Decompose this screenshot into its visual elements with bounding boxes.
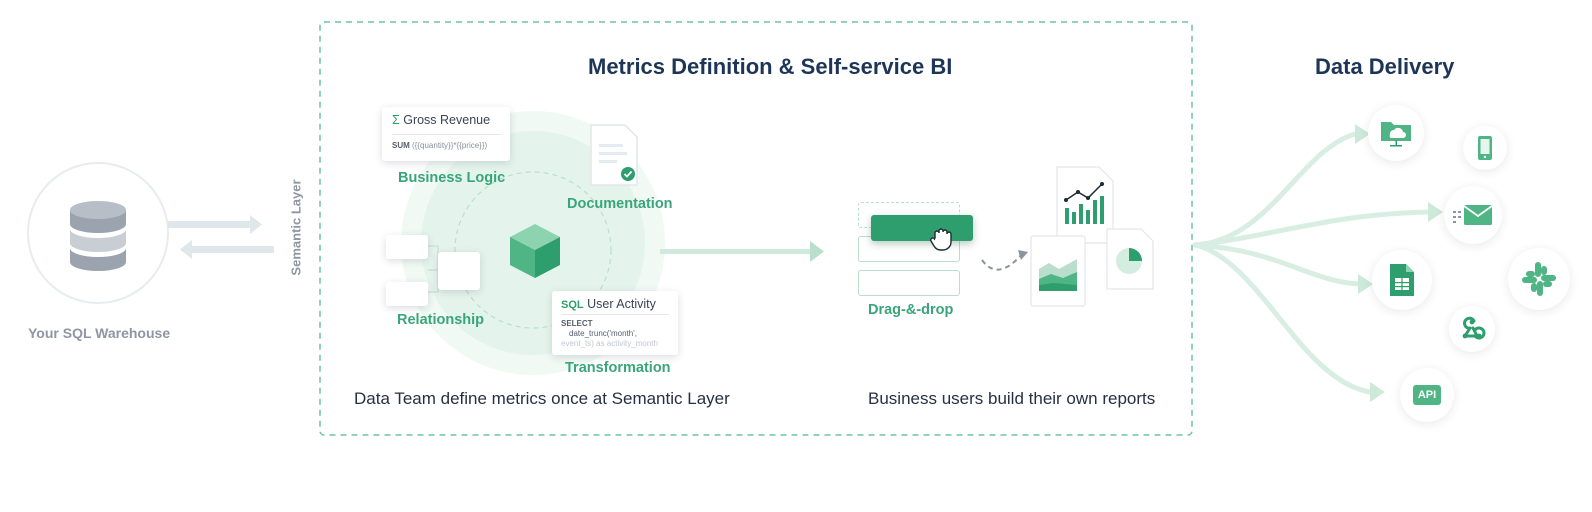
sql-line-2: date_trunc('month',: [569, 329, 637, 338]
gross-revenue-code: ({{quantity}}*{{price}}): [412, 141, 488, 150]
document-check-icon: [590, 124, 640, 186]
gross-revenue-title: Gross Revenue: [403, 113, 491, 127]
cloud-folder-icon: [1368, 105, 1424, 161]
delivery-arrows: [1192, 131, 1433, 395]
relationship-label: Relationship: [397, 312, 485, 328]
delivery-title: Data Delivery: [1315, 54, 1455, 79]
sql-prefix: SQL: [561, 299, 584, 311]
gross-revenue-code-keyword: SUM: [392, 141, 410, 150]
slack-icon: [1508, 248, 1570, 310]
center-title: Metrics Definition & Self-service BI: [588, 54, 953, 79]
dragged-field: [871, 215, 973, 241]
chart-doc-pie: [1106, 228, 1154, 290]
halo-dashed-ring: [454, 171, 612, 329]
grab-hand-icon: [928, 226, 954, 252]
relationship-box-1: [386, 235, 428, 259]
spreadsheet-icon: [1372, 250, 1432, 310]
api-label: API: [1412, 385, 1442, 405]
warehouse-label: Your SQL Warehouse: [28, 325, 171, 341]
gross-revenue-card: Σ Gross Revenue SUM ({{quantity}}*{{pric…: [382, 107, 510, 161]
drag-curve-arrow: [981, 253, 1023, 271]
sql-line-1: SELECT: [561, 319, 593, 328]
mobile-icon: [1463, 126, 1507, 170]
semantic-layer-label: Semantic Layer: [288, 179, 304, 276]
delivery-arrowheads: [1355, 124, 1443, 402]
business-logic-label: Business Logic: [398, 170, 506, 186]
center-arrow: [660, 241, 824, 262]
sigma-icon: Σ: [392, 113, 400, 127]
sql-card: SQL User Activity SELECT date_trunc('mon…: [552, 291, 678, 355]
database-icon: [70, 201, 126, 271]
chart-doc-area: [1030, 235, 1086, 307]
documentation-label: Documentation: [567, 196, 673, 212]
transformation-label: Transformation: [565, 360, 671, 376]
email-icon: [1444, 186, 1502, 244]
center-frame: [319, 21, 1193, 436]
sql-title: User Activity: [587, 297, 656, 311]
relationship-box-2: [386, 282, 428, 306]
warehouse-arrows: [168, 215, 274, 259]
caption-left: Data Team define metrics once at Semanti…: [354, 389, 730, 408]
drag-drop-label: Drag-&-drop: [868, 302, 954, 318]
chart-doc-line-bar: [1056, 166, 1114, 244]
caption-right: Business users build their own reports: [868, 389, 1156, 408]
sql-line-3: event_ts) as activity_month: [561, 339, 658, 348]
relationship-box-3: [438, 252, 480, 290]
drop-slot-2: [858, 270, 960, 296]
cube-icon: [508, 222, 562, 280]
api-icon: API: [1400, 368, 1454, 422]
webhook-icon: [1449, 306, 1495, 352]
